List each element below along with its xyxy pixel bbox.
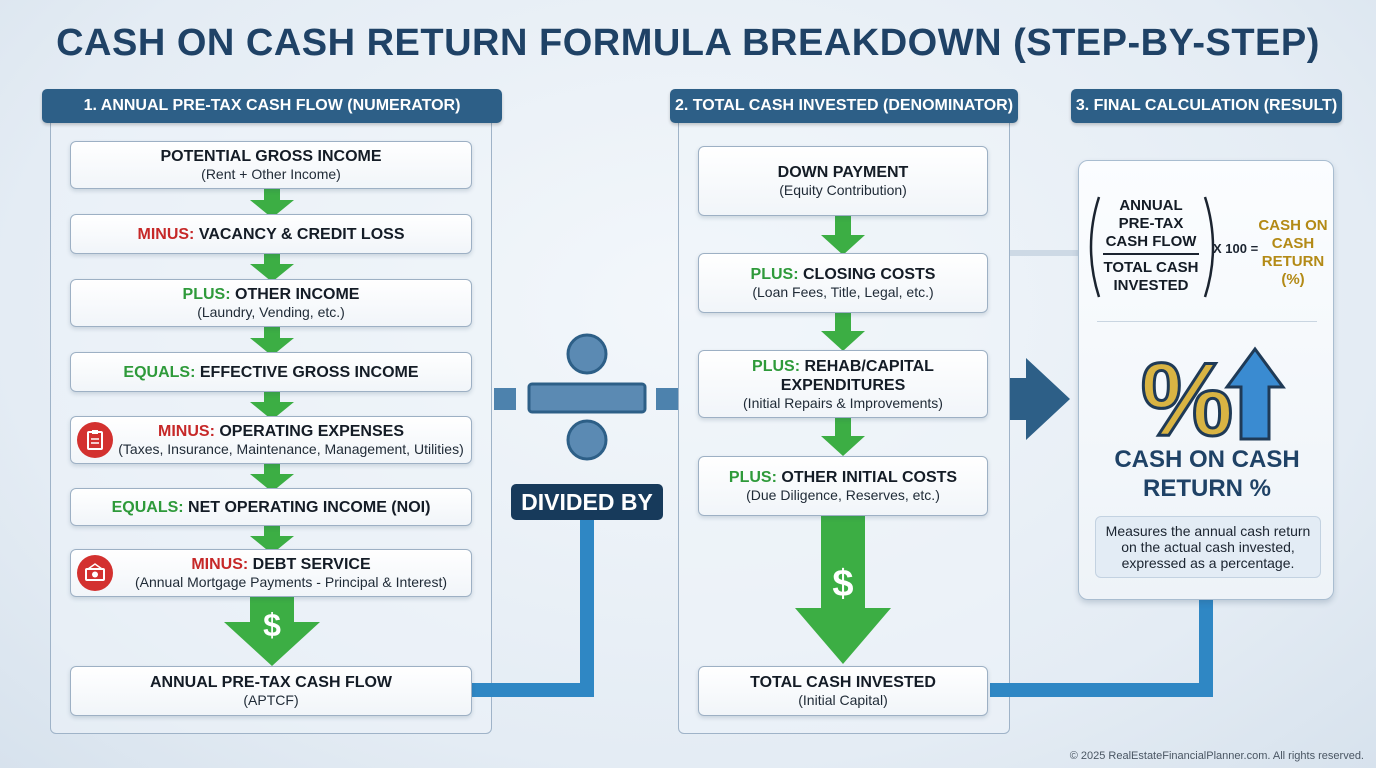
step-vacancy-loss: MINUS: VACANCY & CREDIT LOSS	[70, 214, 472, 254]
svg-text:$: $	[832, 563, 853, 605]
dollar-arrow-icon: $	[224, 596, 320, 666]
step-effective-gross-income: EQUALS: EFFECTIVE GROSS INCOME	[70, 352, 472, 392]
result-header: 3. FINAL CALCULATION (RESULT)	[1071, 89, 1342, 123]
down-arrow-icon	[250, 390, 294, 420]
numerator-header: 1. ANNUAL PRE-TAX CASH FLOW (NUMERATOR)	[42, 89, 502, 123]
down-arrow-icon	[250, 524, 294, 554]
denominator-connector	[990, 600, 1213, 697]
step-other-income: PLUS: OTHER INCOME (Laundry, Vending, et…	[70, 279, 472, 327]
step-annual-pretax-cash-flow: ANNUAL PRE-TAX CASH FLOW (APTCF)	[70, 666, 472, 716]
formula-multiplier: X 100 =	[1213, 241, 1259, 256]
down-arrow-icon	[250, 326, 294, 356]
result-title: CASH ON CASH RETURN %	[1114, 446, 1300, 502]
down-arrow-icon	[250, 188, 294, 218]
copyright-footer: © 2025 RealEstateFinancialPlanner.com. A…	[1069, 750, 1364, 762]
down-arrow-icon	[821, 215, 865, 255]
percent-growth-icon: %	[1139, 343, 1286, 443]
formula-parentheses	[1089, 196, 1215, 298]
result-description: Measures the annual cash return on the a…	[1095, 516, 1321, 578]
clipboard-icon	[77, 422, 113, 458]
step-closing-costs: PLUS: CLOSING COSTS (Loan Fees, Title, L…	[698, 253, 988, 313]
down-arrow-icon	[821, 313, 865, 351]
divided-by-label: DIVIDED BY	[511, 484, 663, 520]
down-arrow-icon	[821, 418, 865, 456]
step-other-initial-costs: PLUS: OTHER INITIAL COSTS (Due Diligence…	[698, 456, 988, 516]
down-arrow-icon	[250, 252, 294, 282]
divide-icon	[527, 333, 647, 461]
card-divider	[1097, 321, 1317, 322]
svg-text:%: %	[1141, 343, 1233, 443]
step-debt-service: MINUS: DEBT SERVICE (Annual Mortgage Pay…	[70, 549, 472, 597]
svg-text:$: $	[263, 607, 281, 643]
formula-fraction-line	[1103, 253, 1199, 255]
step-down-payment: DOWN PAYMENT (Equity Contribution)	[698, 146, 988, 216]
dollar-arrow-icon: $	[795, 516, 891, 664]
step-operating-expenses: MINUS: OPERATING EXPENSES (Taxes, Insura…	[70, 416, 472, 464]
formula-result: CASH ON CASH RETURN (%)	[1258, 217, 1328, 288]
result-card: ANNUAL PRE-TAX CASH FLOW TOTAL CASH INVE…	[1078, 160, 1334, 600]
denominator-header: 2. TOTAL CASH INVESTED (DENOMINATOR)	[670, 89, 1018, 123]
formula-numerator: ANNUAL PRE-TAX CASH FLOW	[1105, 197, 1197, 250]
mortgage-payment-icon	[77, 555, 113, 591]
step-potential-gross-income: POTENTIAL GROSS INCOME (Rent + Other Inc…	[70, 141, 472, 189]
step-total-cash-invested: TOTAL CASH INVESTED (Initial Capital)	[698, 666, 988, 716]
step-rehab-capital-expenditures: PLUS: REHAB/CAPITAL EXPENDITURES (Initia…	[698, 350, 988, 418]
numerator-connector	[472, 520, 594, 697]
step-net-operating-income: EQUALS: NET OPERATING INCOME (NOI)	[70, 488, 472, 526]
divide-bar-left	[494, 388, 516, 410]
divide-bar-right	[656, 388, 678, 410]
page-title: CASH ON CASH RETURN FORMULA BREAKDOWN (S…	[56, 22, 1320, 64]
formula-connector	[1010, 250, 1080, 256]
down-arrow-icon	[250, 462, 294, 492]
result-arrow-icon	[1010, 358, 1070, 440]
formula-denominator: TOTAL CASH INVESTED	[1103, 259, 1199, 294]
